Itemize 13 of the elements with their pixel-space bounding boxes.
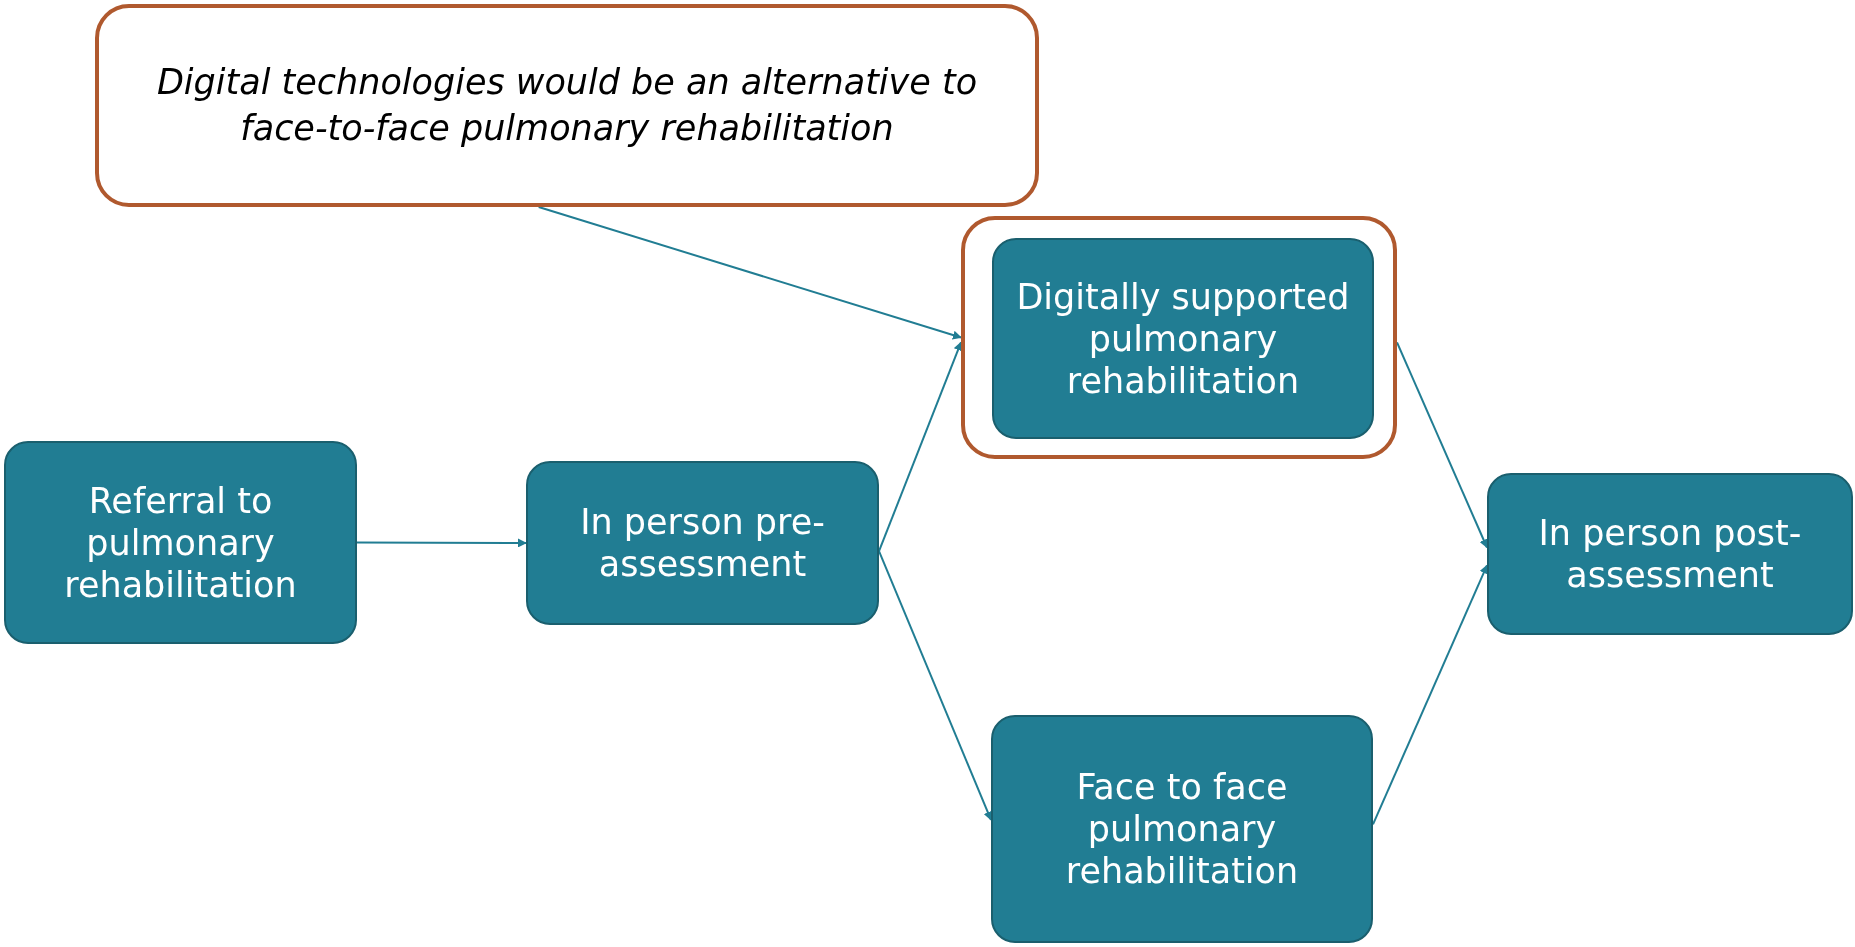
arrow <box>878 341 963 553</box>
step-label: Referral to pulmonary rehabilitation <box>63 479 298 606</box>
arrow <box>878 550 993 821</box>
step-label: Face to face pulmonary rehabilitation <box>1064 766 1300 892</box>
step-label: Digitally supported pulmonary rehabilitation <box>1015 275 1351 402</box>
callout-text: Digital technologies would be an alternative to face-to-face pulmonary rehabilitation <box>155 61 979 150</box>
arrow <box>1372 564 1488 826</box>
arrow <box>537 206 962 340</box>
highlight-frame <box>961 216 1397 459</box>
arrow <box>1396 341 1488 549</box>
step-label: In person post-assessment <box>1537 512 1803 596</box>
step-label: In person pre-assessment <box>579 501 826 585</box>
arrow <box>356 538 527 548</box>
